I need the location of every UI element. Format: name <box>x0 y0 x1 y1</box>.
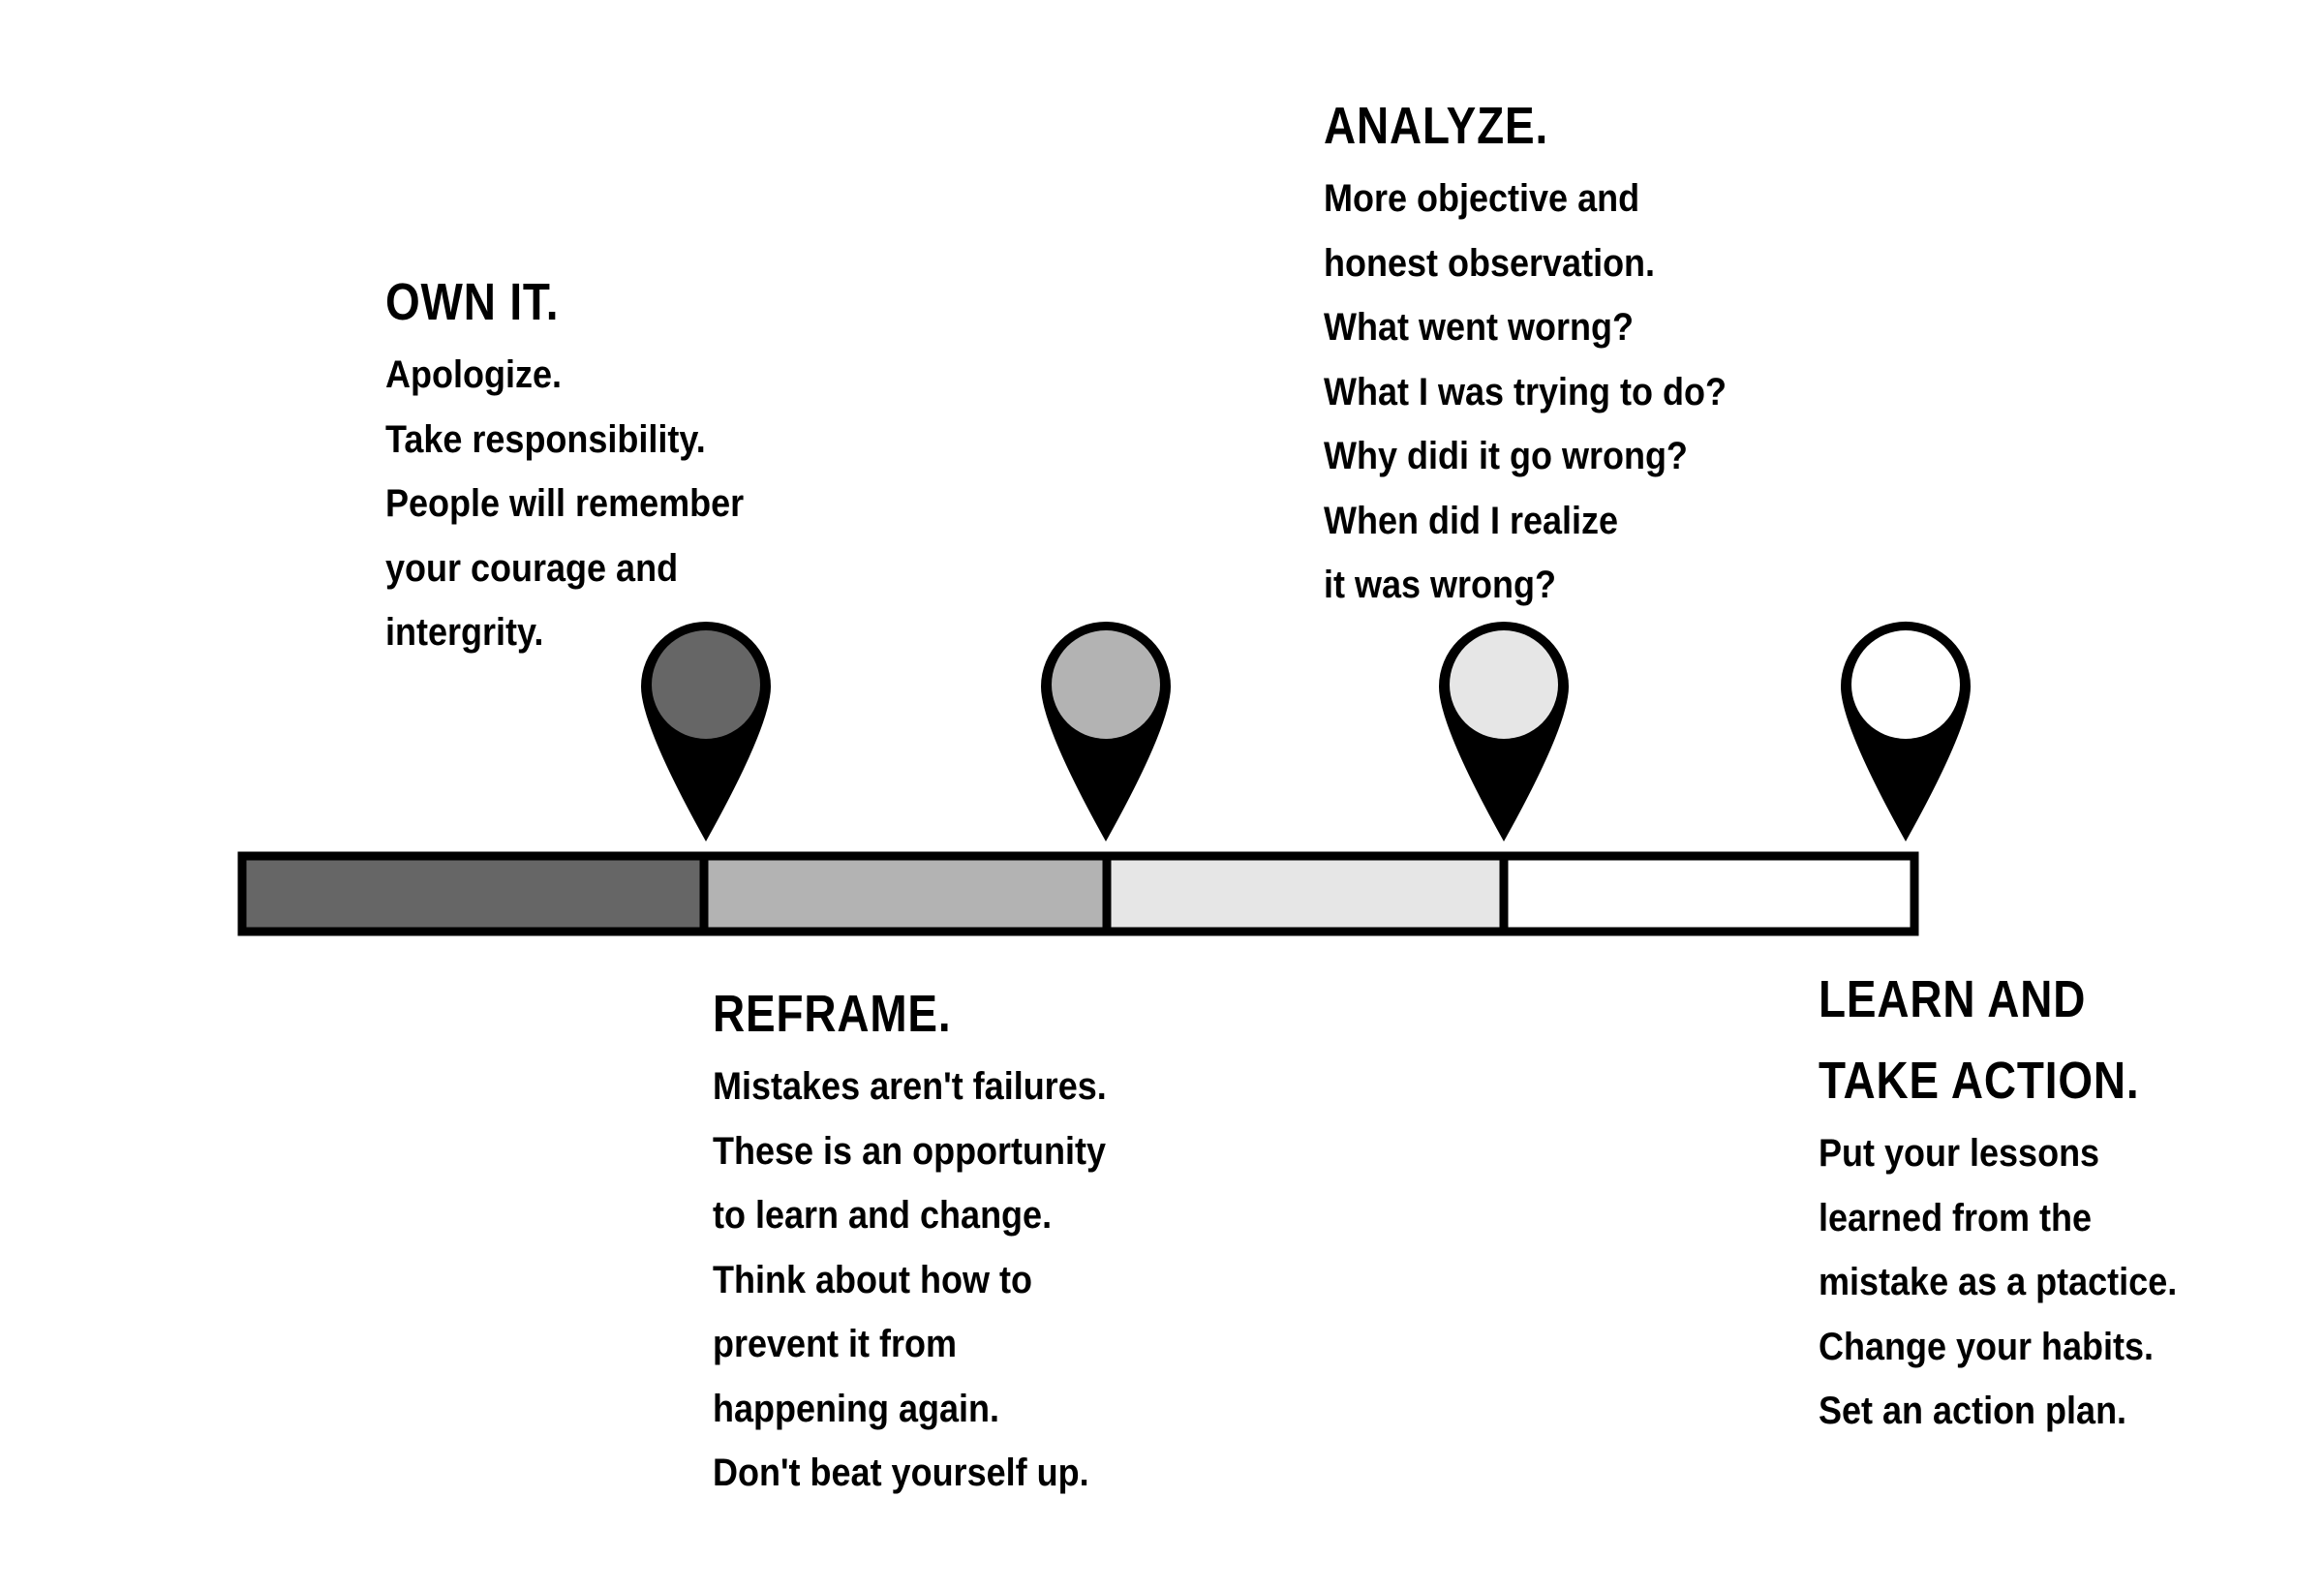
pin-fill <box>1052 630 1160 739</box>
step-line: When did I realize <box>1324 499 1619 542</box>
timeline-segment <box>1102 851 1509 936</box>
timeline-segment <box>699 851 1112 936</box>
step-line: Mistakes aren't failures. <box>713 1065 1107 1108</box>
step-line: intergrity. <box>385 611 544 654</box>
pin-fill <box>1450 630 1558 739</box>
step-learn-and-take-action: LEARN AND TAKE ACTION. Put your lessons … <box>1819 959 2217 1444</box>
step-line: Take responsibility. <box>385 417 706 461</box>
map-pin-icon <box>641 622 771 841</box>
step-analyze: ANALYZE. More objective and honest obser… <box>1324 85 1771 618</box>
step-reframe: REFRAME. Mistakes aren't failures. These… <box>713 973 1150 1506</box>
timeline-segment <box>1499 851 1919 936</box>
step-title: ANALYZE. <box>1324 97 1549 155</box>
step-line: Change your habits. <box>1819 1325 2155 1368</box>
step-title: TAKE ACTION. <box>1819 1052 2140 1110</box>
step-line: your courage and <box>385 546 679 590</box>
step-line: mistake as a ptactice. <box>1819 1261 2178 1303</box>
step-line: it was wrong? <box>1324 564 1557 606</box>
step-title: LEARN AND <box>1819 970 2087 1028</box>
step-line: honest observation. <box>1324 241 1656 285</box>
step-title: REFRAME. <box>713 985 952 1043</box>
step-line: People will remember <box>385 482 745 525</box>
step-line: Apologize. <box>385 353 562 396</box>
step-line: Don't beat yourself up. <box>713 1452 1089 1494</box>
step-line: learned from the <box>1819 1196 2093 1239</box>
map-pin-icon <box>1840 621 1972 841</box>
pin-fill <box>652 630 760 739</box>
step-line: These is an opportunity <box>713 1129 1107 1173</box>
step-title: OWN IT. <box>385 273 560 331</box>
step-line: Set an action plan. <box>1819 1390 2127 1432</box>
step-line: Why didi it go wrong? <box>1324 435 1688 477</box>
step-line: to learn and change. <box>713 1194 1053 1237</box>
step-own-it: OWN IT. Apologize. Take responsibility. … <box>385 261 783 665</box>
timeline-segment <box>237 851 709 936</box>
pin-fill <box>1851 630 1960 739</box>
step-line: prevent it from <box>713 1323 958 1365</box>
map-pin-icon <box>1439 622 1569 841</box>
step-line: What went worng? <box>1324 306 1634 349</box>
step-line: Put your lessons <box>1819 1132 2100 1175</box>
map-pin-icon <box>1041 622 1171 841</box>
step-line: Think about how to <box>713 1258 1032 1301</box>
step-line: What I was trying to do? <box>1324 370 1727 413</box>
step-line: More objective and <box>1324 177 1640 220</box>
step-line: happening again. <box>713 1387 1000 1430</box>
